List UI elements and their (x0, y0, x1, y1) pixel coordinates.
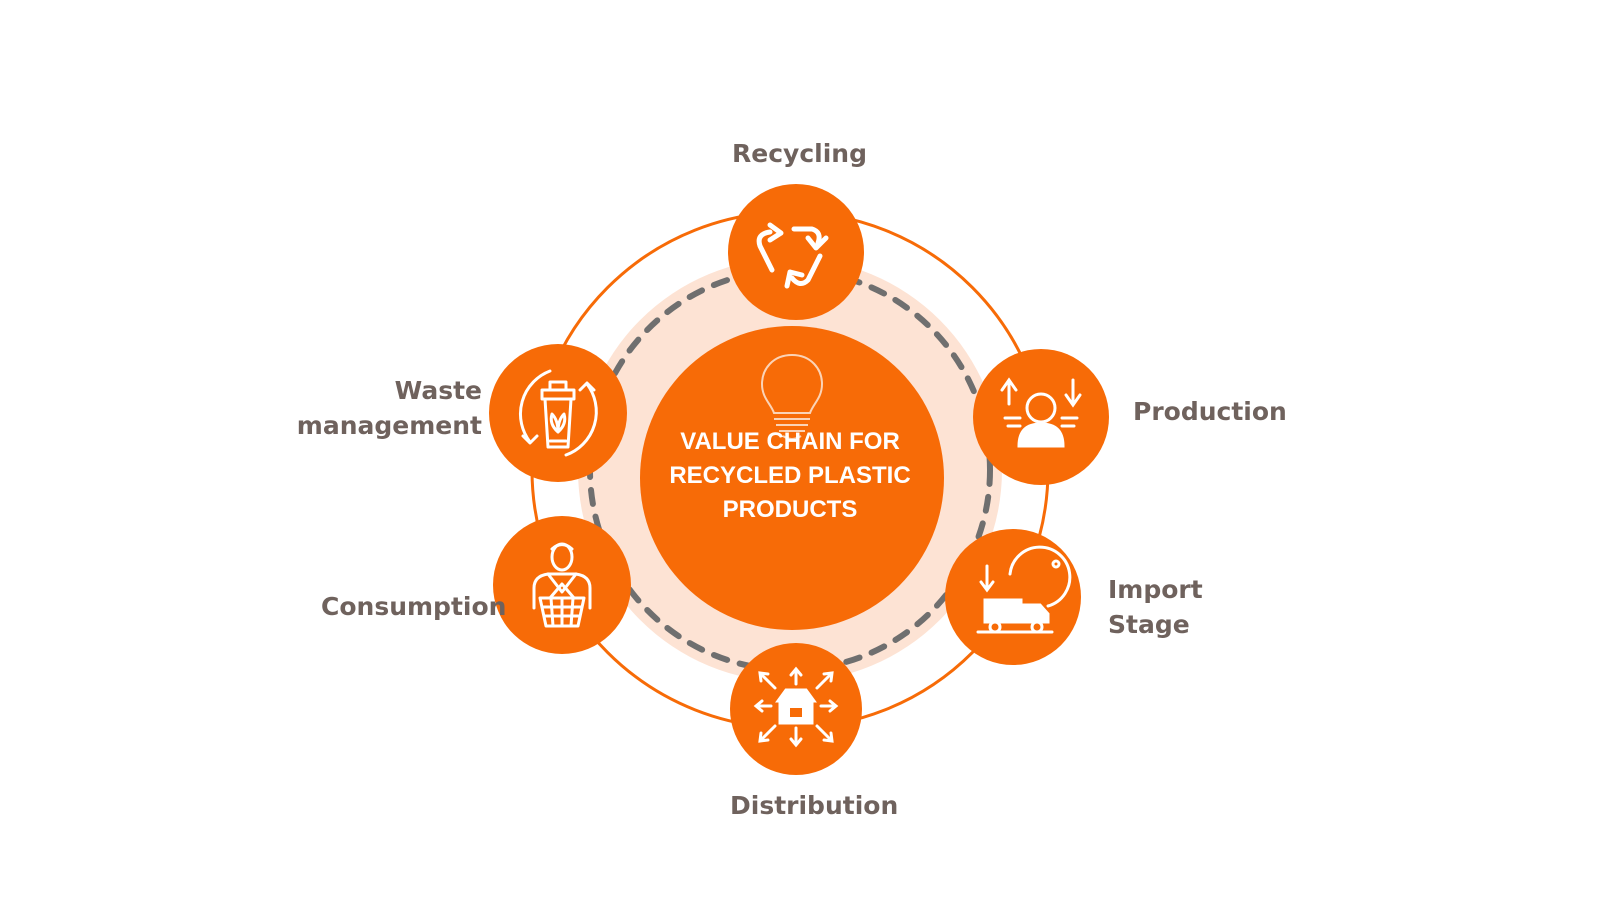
lightbulb-icon (760, 353, 824, 440)
center-disc (640, 326, 944, 630)
consumption-label: Consumption (321, 592, 507, 621)
waste-bin-cycle-icon (519, 369, 598, 457)
recycling-label: Recycling (732, 139, 867, 168)
production-label: Production (1133, 397, 1287, 426)
store-distribution-arrows-icon (753, 666, 839, 748)
production-node (973, 349, 1109, 485)
waste-node (489, 344, 627, 482)
waste-management-label: Waste management (296, 376, 482, 440)
delivery-truck-globe-icon (976, 545, 1072, 634)
import-stage-label: Import Stage (1108, 575, 1203, 639)
production-worker-icon (1000, 377, 1082, 448)
title-line-3: PRODUCTS (722, 496, 858, 523)
center-title: VALUE CHAIN FOR RECYCLED PLASTIC PRODUCT… (640, 425, 940, 527)
recycling-node (728, 184, 864, 320)
recycle-icon (756, 222, 829, 289)
shopper-basket-icon (532, 542, 592, 628)
title-line-1: VALUE CHAIN FOR (680, 428, 900, 455)
title-line-2: RECYCLED PLASTIC (669, 462, 911, 489)
distribution-label: Distribution (730, 791, 899, 820)
